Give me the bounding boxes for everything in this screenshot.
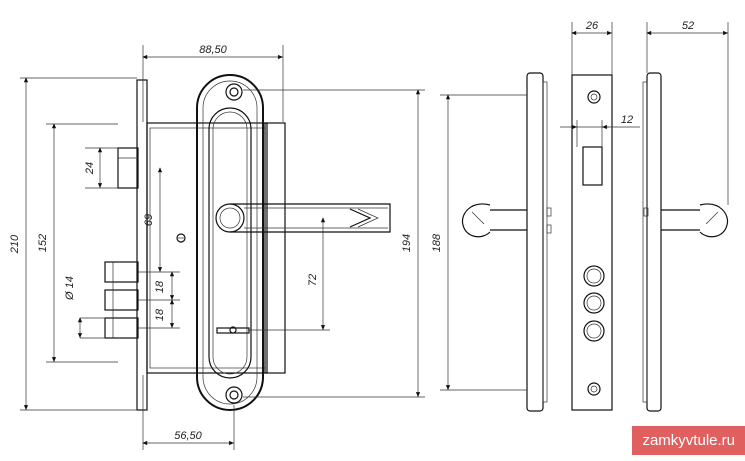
dim-bolt-diameter: Ø 14 [64, 276, 76, 301]
dim-side-inner: 12 [621, 114, 633, 126]
lock-body [146, 122, 268, 374]
dim-height-bolts: 152 [37, 234, 49, 252]
escutcheon-plate [196, 74, 264, 411]
handle [215, 203, 391, 233]
screw-icon [225, 386, 243, 404]
lock-faceplate [136, 79, 148, 411]
dim-width-bottom: 56,50 [174, 430, 202, 442]
screw-icon [225, 83, 243, 101]
watermark-label: zamkyvtule.ru [632, 426, 745, 455]
dim-pin-spacing-1: 18 [154, 280, 166, 293]
dim-handle-to-key: 69 [143, 214, 155, 226]
dim-side-depth: 26 [585, 20, 599, 32]
side-view [461, 72, 729, 412]
dim-bolt-spacing: 24 [84, 162, 96, 175]
keyhole-icon [176, 233, 186, 243]
dim-height-total: 210 [9, 234, 21, 254]
key-turn [216, 326, 250, 334]
bolts [104, 147, 139, 339]
dim-width-top: 88,50 [199, 44, 227, 56]
dim-handle-center: 72 [307, 274, 319, 286]
dim-handle-projection: 52 [682, 20, 694, 32]
dim-pin-spacing-2: 18 [154, 308, 166, 321]
dim-plate-height: 194 [401, 234, 413, 252]
dim-side-height: 188 [431, 233, 443, 252]
